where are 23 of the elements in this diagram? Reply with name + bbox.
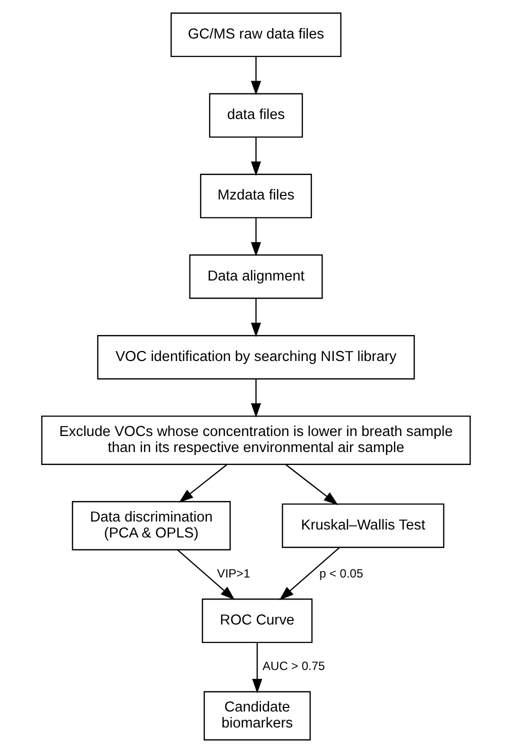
node-box: Data alignment bbox=[188, 254, 322, 299]
node-box: Exclude VOCs whose concentration is lower in breath sample than in its respective environmental air sample bbox=[40, 416, 470, 465]
arrow bbox=[250, 218, 261, 257]
edge-label: AUC > 0.75 bbox=[262, 659, 324, 674]
node-box: Kruskal–Wallis Test bbox=[281, 503, 444, 548]
arrow bbox=[250, 56, 261, 96]
arrow bbox=[284, 464, 338, 506]
arrow bbox=[278, 547, 340, 600]
node-box: GC/MS raw data files bbox=[170, 12, 341, 58]
arrow bbox=[250, 379, 261, 418]
edge-label: VIP>1 bbox=[216, 566, 250, 580]
arrow bbox=[252, 642, 262, 694]
node-box: Mzdata files bbox=[200, 174, 312, 218]
edge-label: p < 0.05 bbox=[318, 566, 363, 580]
arrow bbox=[250, 298, 261, 338]
node-box: Data discrimination (PCA & OPLS) bbox=[71, 501, 230, 550]
node-box: Candidate biomarkers bbox=[203, 691, 310, 740]
arrow bbox=[178, 464, 227, 503]
arrow bbox=[176, 549, 234, 600]
arrow bbox=[250, 137, 261, 176]
node-box: ROC Curve bbox=[201, 598, 312, 644]
node-box: VOC identification by searching NIST library bbox=[96, 334, 414, 380]
node-box: data files bbox=[208, 93, 302, 138]
